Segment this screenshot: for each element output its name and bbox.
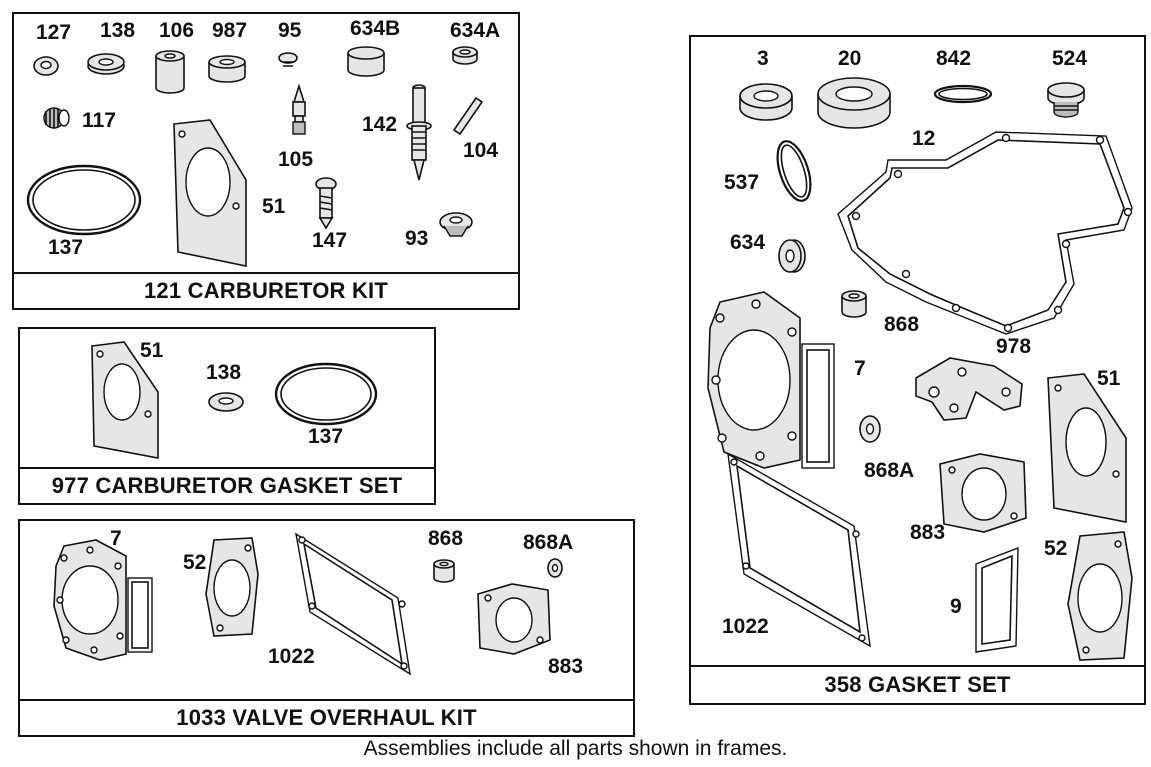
gasket-883-drawing	[934, 450, 1030, 536]
seal-868-drawing	[430, 556, 458, 588]
part-label-20: 20	[838, 47, 862, 70]
part-label-537: 537	[724, 171, 760, 194]
cover-gasket-1022-drawing	[722, 448, 876, 650]
part-label-95: 95	[278, 19, 302, 42]
gasket-52-drawing	[200, 534, 264, 640]
carburetor-kit-frame: 121 CARBURETOR KIT	[12, 12, 520, 310]
part-label-138: 138	[100, 19, 136, 42]
part-label-634: 634	[730, 231, 766, 254]
part-label-868: 868	[428, 527, 464, 550]
oring-137-drawing	[272, 358, 382, 430]
gasket-set-frame: 358 GASKET SET	[689, 35, 1146, 705]
part-label-868: 868	[884, 313, 920, 336]
cover-gasket-1022-drawing	[290, 528, 418, 680]
part-label-524: 524	[1052, 47, 1088, 70]
part-label-104: 104	[463, 139, 499, 162]
fitting-117-drawing	[40, 105, 74, 131]
seal-868-drawing	[838, 288, 870, 322]
bushing-106-drawing	[152, 48, 188, 96]
gasket-9-drawing	[970, 544, 1024, 656]
part-label-93: 93	[405, 227, 429, 250]
part-label-978: 978	[996, 335, 1032, 358]
screw-147-drawing	[312, 176, 340, 230]
part-label-3: 3	[757, 47, 769, 70]
valve-93-drawing	[436, 208, 476, 240]
oring-537-drawing	[774, 136, 814, 206]
pin-104-drawing	[450, 96, 484, 136]
part-label-9: 9	[950, 595, 962, 618]
part-label-987: 987	[212, 19, 248, 42]
oring-842-drawing	[932, 82, 994, 106]
seal-634a-drawing	[450, 44, 480, 68]
bracket-978-drawing	[910, 352, 1028, 424]
footer-note: Assemblies include all parts shown in fr…	[363, 737, 788, 760]
plug-634b-drawing	[344, 44, 388, 80]
part-label-105: 105	[278, 148, 314, 171]
valve-overhaul-kit-frame: 1033 VALVE OVERHAUL KIT	[18, 519, 635, 737]
part-label-1022: 1022	[722, 615, 769, 638]
part-label-142: 142	[362, 113, 398, 136]
part-label-12: 12	[912, 127, 936, 150]
washer-138-drawing	[206, 388, 248, 414]
gasket-51-drawing	[1044, 372, 1130, 524]
part-label-868a: 868A	[523, 531, 574, 554]
gasket-51-drawing	[88, 340, 164, 460]
part-label-868a: 868A	[864, 459, 915, 482]
jet-142-drawing	[402, 82, 436, 184]
part-label-147: 147	[312, 229, 348, 252]
spacer-987-drawing	[206, 54, 248, 86]
gasket-883-drawing	[472, 580, 554, 658]
part-label-883: 883	[548, 655, 584, 678]
part-label-106: 106	[159, 19, 195, 42]
gasket-set-title: 358 GASKET SET	[691, 665, 1144, 703]
part-label-137: 137	[48, 236, 84, 259]
part-label-52: 52	[1044, 537, 1068, 560]
washer-868a-drawing	[856, 412, 886, 446]
seal-3-drawing	[736, 80, 796, 126]
valve-overhaul-kit-title: 1033 VALVE OVERHAUL KIT	[20, 699, 633, 735]
part-label-52: 52	[183, 551, 207, 574]
part-label-137: 137	[308, 425, 344, 448]
crankcase-gasket-12-drawing	[826, 124, 1138, 338]
part-label-51: 51	[262, 195, 286, 218]
part-label-138: 138	[206, 361, 242, 384]
part-label-883: 883	[910, 521, 946, 544]
seal-634-drawing	[776, 236, 808, 276]
washer-868a-drawing	[544, 556, 568, 580]
needle-105-drawing	[288, 83, 310, 140]
carburetor-gasket-set-title: 977 CARBURETOR GASKET SET	[20, 467, 434, 503]
gasket-52-drawing	[1062, 528, 1138, 664]
washer-127-drawing	[32, 52, 62, 78]
gasket-51-drawing	[170, 118, 252, 268]
part-label-127: 127	[36, 21, 72, 44]
part-label-634a: 634A	[450, 19, 501, 42]
seal-20-drawing	[814, 76, 894, 134]
part-label-51: 51	[140, 339, 164, 362]
oring-137-drawing	[24, 160, 146, 240]
carburetor-gasket-set-frame: 977 CARBURETOR GASKET SET	[18, 327, 436, 505]
screw-95-drawing	[276, 50, 302, 72]
part-label-634b: 634B	[350, 17, 401, 40]
plug-524-drawing	[1044, 80, 1088, 120]
head-gasket-7-drawing	[50, 536, 160, 664]
part-label-842: 842	[936, 47, 972, 70]
part-label-51: 51	[1097, 367, 1121, 390]
part-label-7: 7	[854, 357, 866, 380]
washer-138-drawing	[86, 50, 126, 76]
part-label-1022: 1022	[268, 645, 315, 668]
part-label-117: 117	[82, 109, 116, 132]
carburetor-kit-title: 121 CARBURETOR KIT	[14, 272, 518, 308]
part-label-7: 7	[110, 527, 122, 550]
head-gasket-7-drawing	[704, 288, 840, 474]
